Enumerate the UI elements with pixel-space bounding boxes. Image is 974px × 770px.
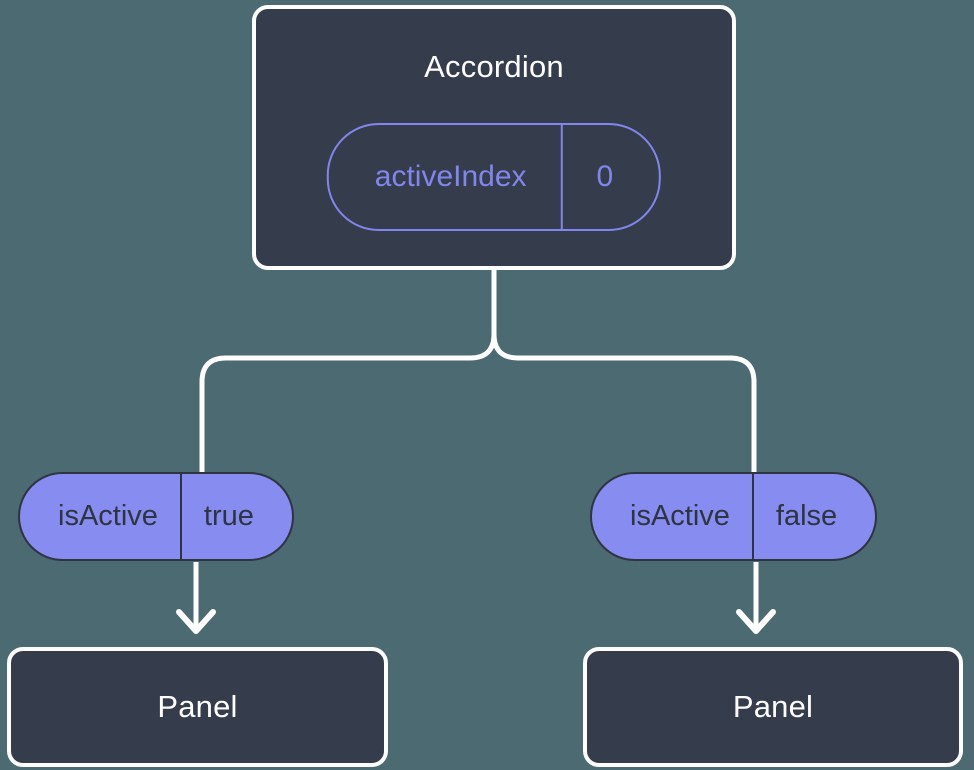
arrow-left-head [176,609,216,634]
node-panel-left-title: Panel [157,689,238,724]
arrow-right-head [736,609,776,634]
prop-pill-is-active-false-key: isActive [630,500,730,532]
prop-pill-active-index-value: 0 [560,125,660,229]
node-panel-right-title: Panel [732,689,814,724]
prop-pill-is-active-false[interactable]: isActive false [590,472,878,561]
prop-pill-is-active-false-value: false [751,474,875,559]
prop-pill-active-index-key: activeIndex [374,160,527,193]
fork-right-branch [491,333,757,472]
node-accordion-title: Accordion [424,49,564,84]
prop-pill-active-index[interactable]: activeIndex 0 [326,123,662,231]
node-accordion[interactable]: Accordion activeIndex 0 [252,5,736,270]
node-panel-left[interactable]: Panel [7,647,388,767]
prop-pill-is-active-true-value: true [179,474,292,559]
node-panel-right[interactable]: Panel [583,647,963,767]
prop-pill-is-active-true[interactable]: isActive true [18,472,294,561]
fork-left-branch [199,333,497,472]
prop-pill-is-active-true-key: isActive [58,500,158,532]
